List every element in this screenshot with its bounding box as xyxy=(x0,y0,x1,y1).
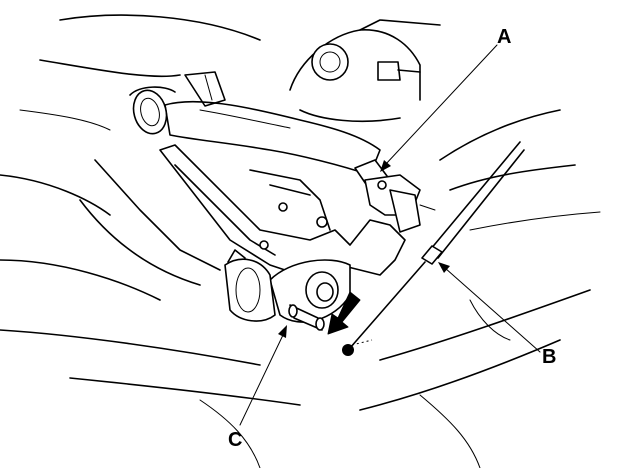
background-body-lines xyxy=(0,14,601,468)
lower-hose-fitting xyxy=(224,249,276,322)
callout-c-label: C xyxy=(228,429,242,451)
hose xyxy=(129,71,381,176)
callout-a-label: A xyxy=(497,26,511,48)
upper-knuckle xyxy=(289,19,441,123)
cable-clip xyxy=(354,159,436,233)
direction-arrow xyxy=(327,291,361,335)
caliper-lever xyxy=(269,259,351,331)
leader-lines xyxy=(239,44,541,426)
parking-brake-cable xyxy=(342,141,525,356)
callout-b-label: B xyxy=(542,346,556,368)
